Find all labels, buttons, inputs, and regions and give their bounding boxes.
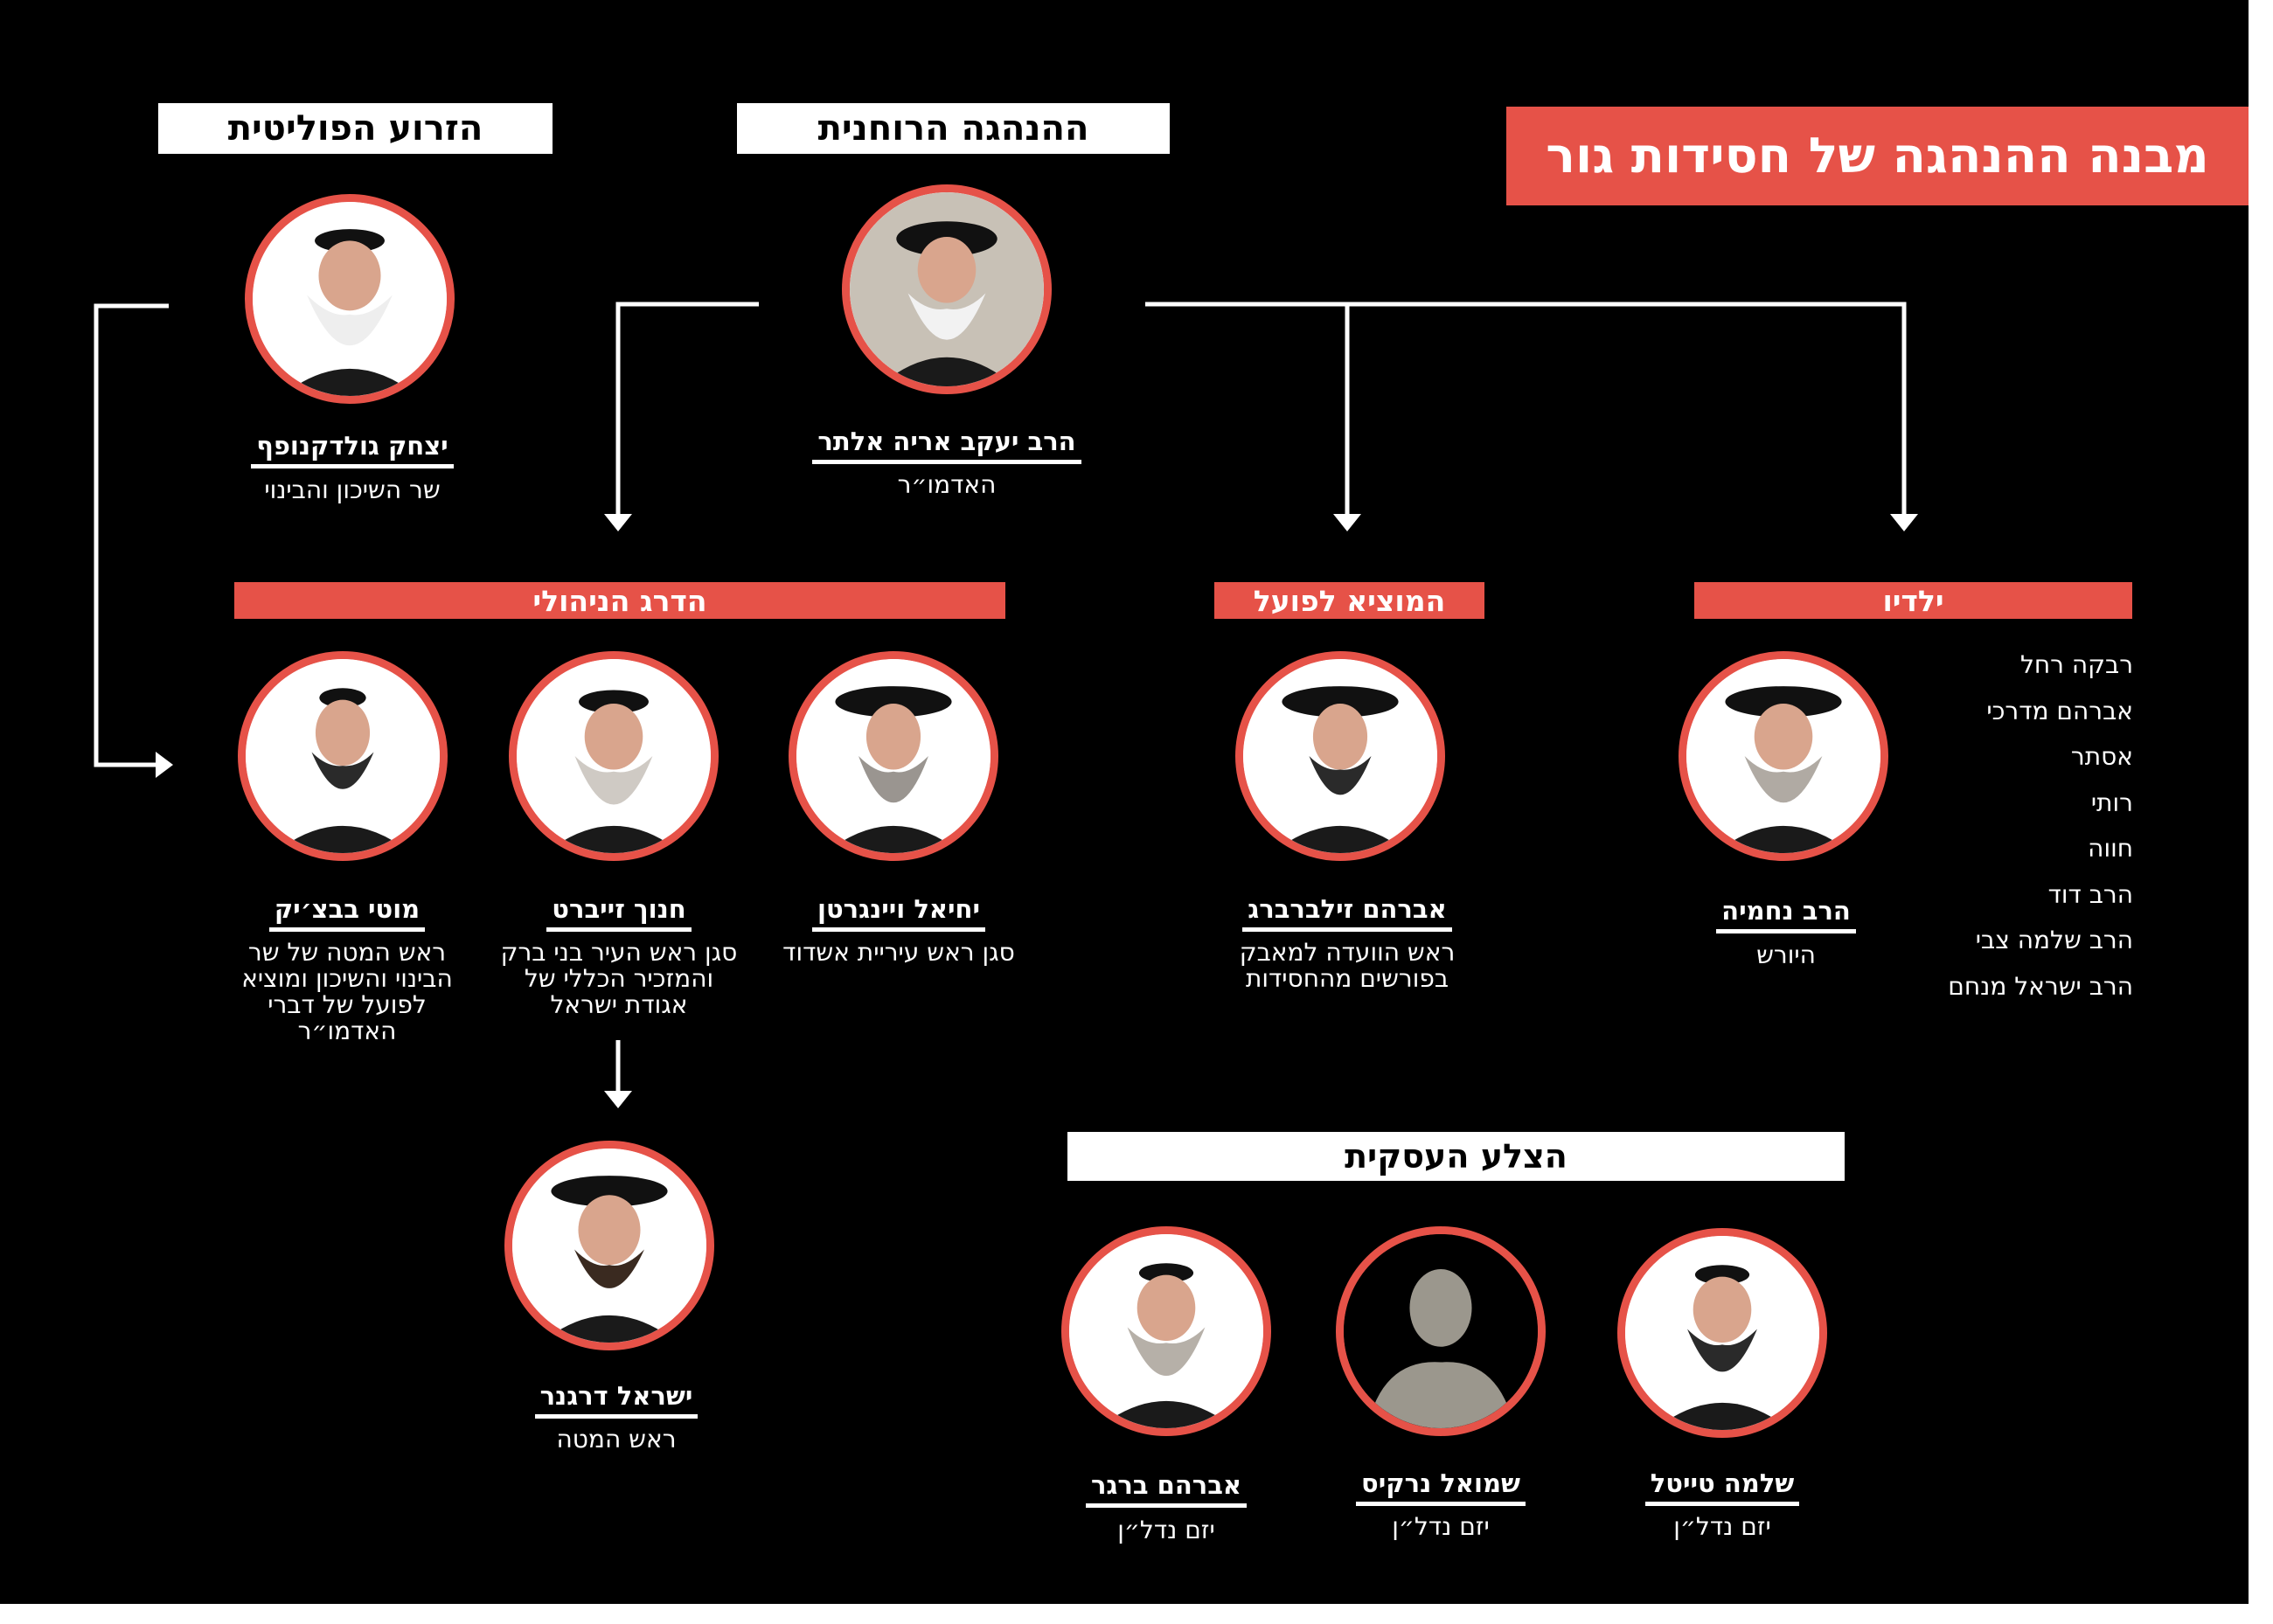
child-item: הרב ישראל מנחם — [1948, 971, 2133, 1001]
section-executor: המוציא לפועל — [1214, 582, 1484, 619]
nechemia-role: היורש — [1756, 940, 1816, 969]
nechemia-name: הרב נחמיה — [1637, 896, 1935, 933]
weingarten-photo — [789, 651, 998, 861]
berger-role: יזם נדל״ן — [1117, 1516, 1215, 1544]
rebbe-name: הרב יעקב אריה אלתר — [798, 427, 1095, 464]
section-management-level: הדרג הניהולי — [234, 582, 1005, 619]
rebbe-role: האדמו״ר — [897, 470, 997, 499]
seibert-name: חנוך זייברט — [470, 894, 768, 932]
berger-photo — [1061, 1226, 1271, 1436]
child-item: אסתר — [2070, 742, 2133, 771]
berger-name: אברהם ברגר — [1018, 1470, 1315, 1508]
section-spiritual-leadership: ההנהגה הרוחנית — [737, 103, 1170, 154]
child-item: אברהם מדרכי — [1986, 696, 2133, 725]
dragner-photo — [504, 1141, 714, 1350]
dragner-name: ישראל דרגנר — [468, 1381, 765, 1419]
silberberg-photo — [1235, 651, 1445, 861]
teitel-name: שלמה טייטל — [1574, 1468, 1871, 1506]
babazik-photo — [238, 651, 448, 861]
weingarten-role: סגן ראש עיריית אשדוד — [782, 938, 1015, 967]
silberberg-role: ראש הוועדה למאבק בפורשים מהחסידות — [1239, 938, 1456, 993]
bottom-page-edge — [0, 1604, 2273, 1624]
child-item: רותי — [2090, 788, 2133, 817]
child-item: חווה — [2088, 834, 2133, 863]
narkis-photo-placeholder — [1336, 1226, 1546, 1436]
dragner-role: ראש המטה — [556, 1425, 677, 1454]
right-page-edge — [2249, 0, 2273, 1624]
section-political-arm: הזרוע הפוליטית — [158, 103, 553, 154]
babazik-name: מוטי בבצ׳יק — [198, 894, 496, 932]
silberberg-name: אברהם זילברברג — [1199, 894, 1496, 932]
teitel-photo — [1617, 1228, 1827, 1438]
seibert-role: סגן ראש העיר בני ברק והמזכיר הכללי של אג… — [500, 938, 738, 1019]
narkis-role: יזם נדל״ן — [1392, 1512, 1490, 1541]
nechemia-photo — [1679, 651, 1888, 861]
goldknopf-photo — [245, 194, 455, 404]
section-children: ילדיו — [1694, 582, 2132, 619]
infographic-title: מבנה ההנהגה של חסידות גור — [1506, 107, 2249, 205]
goldknopf-role: שר השיכון והבינוי — [264, 475, 441, 504]
rebbe-photo — [842, 184, 1052, 394]
narkis-name: שמואל נרקיס — [1292, 1468, 1589, 1506]
weingarten-name: יחיאל ויינגרטן — [750, 894, 1047, 932]
section-business-side: הצלע העסקית — [1067, 1132, 1845, 1181]
child-item: רבקה רחל — [2019, 650, 2133, 679]
goldknopf-name: יצחק גולדקנופף — [204, 431, 501, 468]
children-list: רבקה רחל אברהם מדרכי אסתר רותי חווה הרב … — [1888, 642, 2133, 1010]
babazik-role: ראש המטה של שר הבינוי והשיכון ומוציא לפו… — [241, 938, 453, 1045]
teitel-role: יזם נדל״ן — [1673, 1512, 1771, 1541]
child-item: הרב שלמה צבי — [1975, 926, 2133, 954]
child-item: הרב דוד — [2047, 879, 2133, 909]
seibert-photo — [509, 651, 719, 861]
